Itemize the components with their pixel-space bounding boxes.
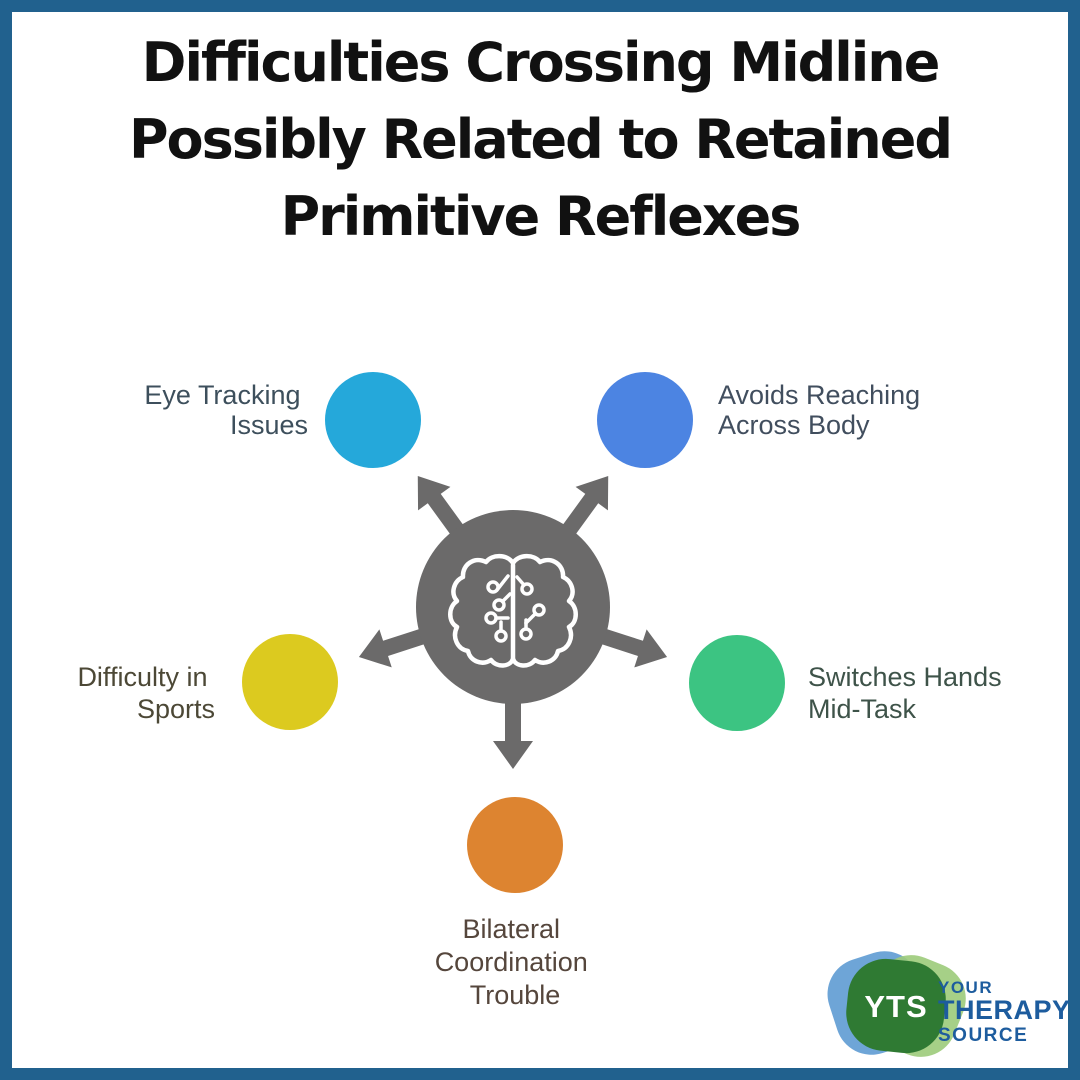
- your-therapy-source-logo: YTS YOUR THERAPY SOURCE: [827, 951, 1071, 1057]
- logo-blob-mark: YTS: [827, 951, 966, 1057]
- arrow-left-down: [358, 627, 430, 668]
- arrow-up-left: [417, 475, 467, 539]
- node-label-avoids-reaching-across-body: Avoids Reaching Across Body: [718, 380, 928, 440]
- logo-wordmark: YOUR THERAPY SOURCE: [938, 978, 1071, 1046]
- node-label-difficulty-in-sports: Difficulty in Sports: [77, 662, 215, 724]
- logo-blob-dark-green: [846, 958, 946, 1054]
- node-circle-bilateral-coordination-trouble: [467, 797, 563, 893]
- node-circle-avoids-reaching-across-body: [597, 372, 693, 468]
- title-line-2: Possibly Related to Retained: [128, 108, 953, 171]
- page-title: Difficulties Crossing Midline Possibly R…: [24, 24, 1056, 255]
- arrow-right-down: [596, 627, 668, 668]
- logo-word-your: YOUR: [938, 978, 993, 997]
- node-label-bilateral-coordination-trouble: Bilateral Coordination Trouble: [435, 914, 596, 1010]
- logo-monogram: YTS: [864, 989, 927, 1024]
- node-circle-difficulty-in-sports: [242, 634, 338, 730]
- node-label-switches-hands-mid-task: Switches Hands Mid-Task: [808, 662, 1009, 724]
- node-circle-switches-hands-mid-task: [689, 635, 785, 731]
- title-line-1: Difficulties Crossing Midline: [141, 31, 941, 94]
- node-label-eye-tracking-issues: Eye Tracking Issues: [144, 380, 308, 440]
- brain-circuit-icon: [448, 553, 578, 668]
- logo-word-therapy: THERAPY: [938, 995, 1071, 1025]
- arrow-down: [493, 697, 533, 769]
- hub-arrows: [358, 475, 668, 769]
- logo-word-source: SOURCE: [938, 1025, 1028, 1046]
- arrow-up-right: [559, 475, 609, 539]
- title-line-3: Primitive Reflexes: [280, 185, 802, 248]
- node-circle-eye-tracking-issues: [325, 372, 421, 468]
